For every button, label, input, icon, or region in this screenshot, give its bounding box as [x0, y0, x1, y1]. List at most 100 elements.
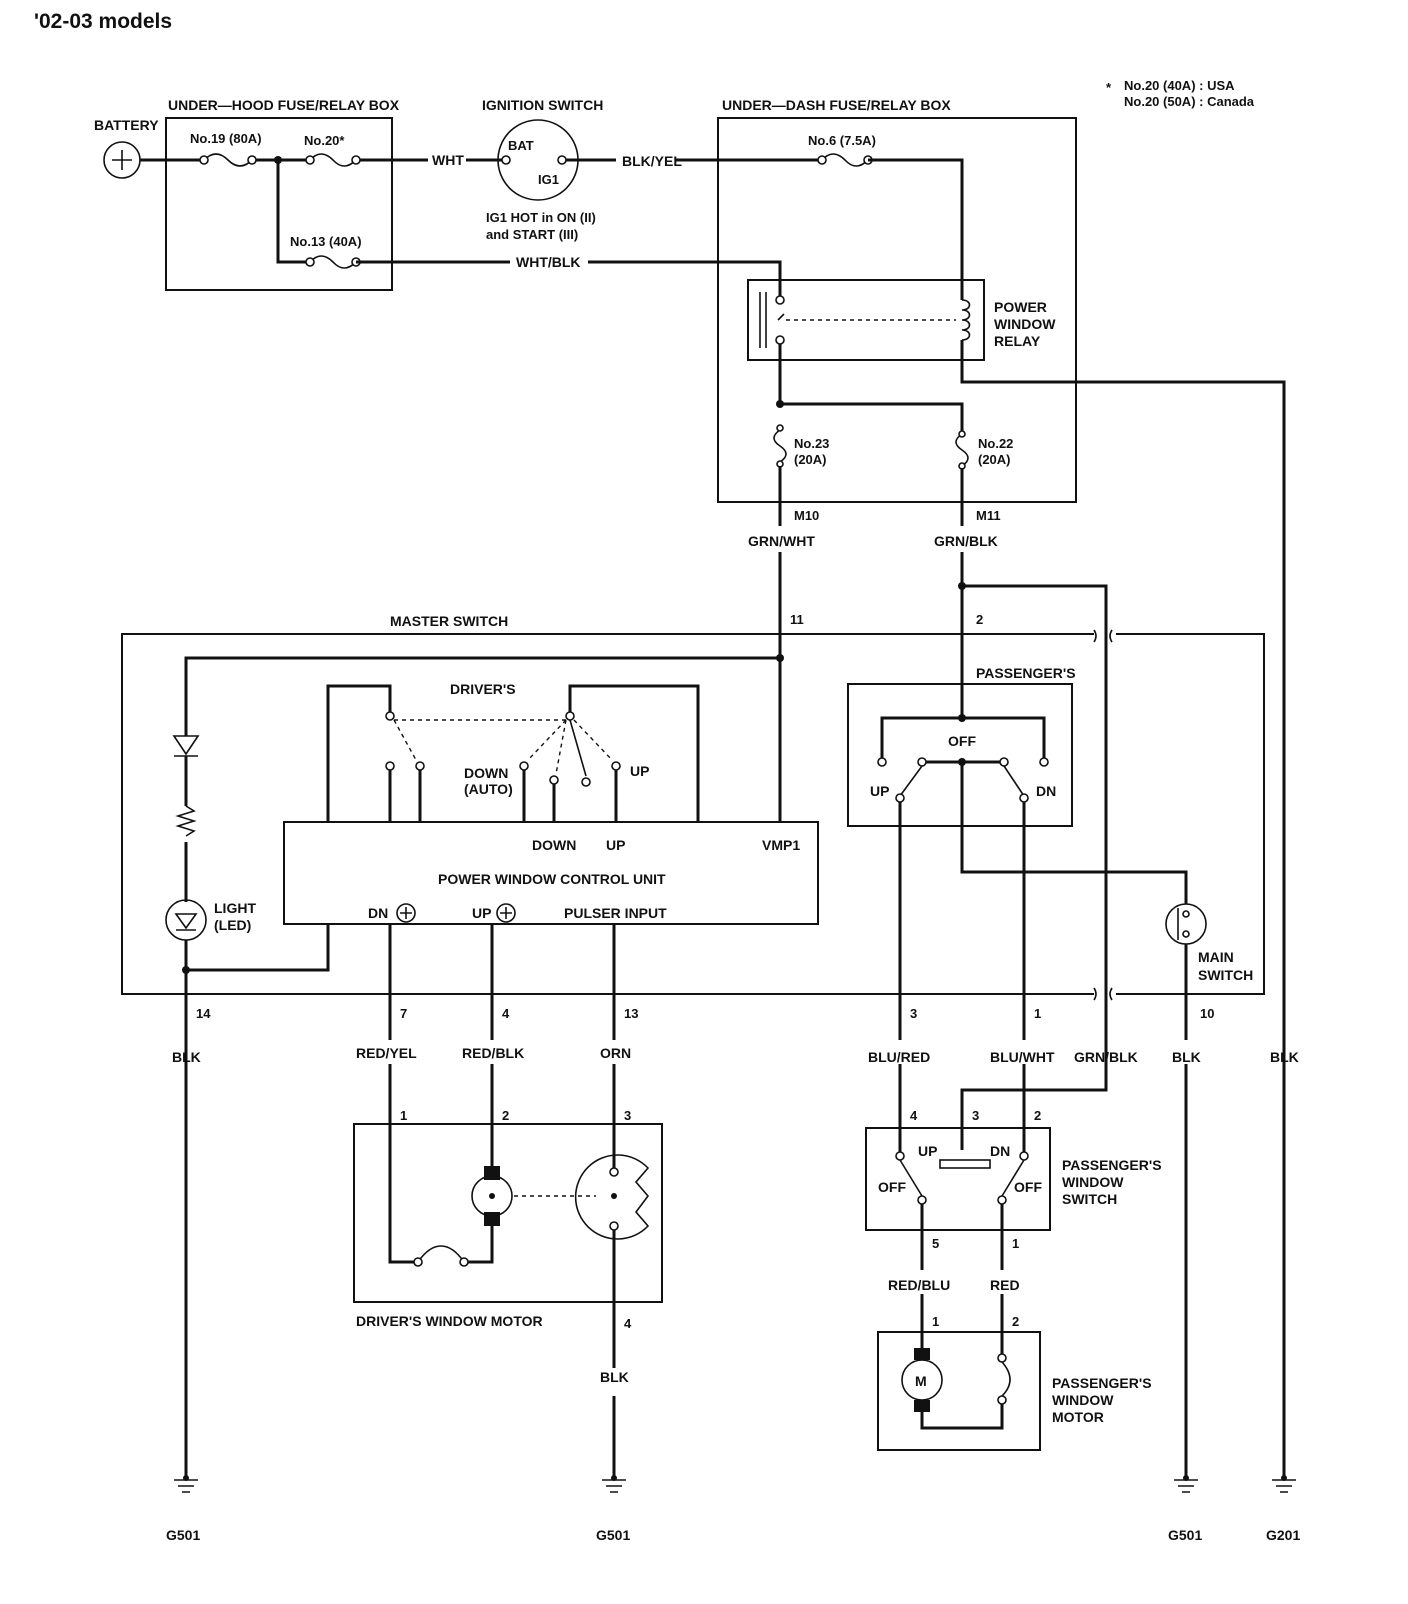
relay-label-2: WINDOW: [994, 316, 1056, 332]
pws-off-label-2: OFF: [1014, 1179, 1042, 1195]
fuse-6-label: No.6 (7.5A): [808, 133, 876, 148]
ps-pin-4: 4: [910, 1108, 918, 1123]
wire-blk-14-label: BLK: [172, 1049, 201, 1065]
master-switch-box: [121, 633, 1265, 995]
wire-red-yel: [388, 924, 418, 1264]
pws-dn-label: DN: [990, 1143, 1010, 1159]
underdash-box-label: UNDER—DASH FUSE/RELAY BOX: [722, 97, 951, 113]
pulser-symbol: [574, 1154, 650, 1240]
relay-box: [747, 279, 985, 361]
wire-blu-wht-label: BLU/WHT: [990, 1049, 1055, 1065]
fuse-20-symbol: [309, 153, 357, 167]
down-auto-label-2: (AUTO): [464, 781, 513, 797]
pws-bar: [939, 1159, 991, 1169]
passengers-window-motor-box: [877, 1331, 1041, 1451]
cu-dn-label: DN: [368, 905, 388, 921]
diagram-heading: '02-03 models: [34, 10, 172, 33]
fuse-23-label-2: (20A): [794, 452, 827, 467]
dm-brush-bottom: [484, 1212, 500, 1226]
wire-to-fuse-13: [276, 160, 310, 264]
fuse-6-symbol: [821, 153, 869, 167]
connector-10: 10: [1200, 1006, 1214, 1021]
ground-g501-1: G501: [166, 1527, 200, 1543]
ground-symbol: [602, 1479, 626, 1493]
passengers-switch-box: [847, 683, 1073, 827]
pm-brush-bottom: [914, 1400, 930, 1412]
footnote-star: *: [1106, 80, 1112, 95]
wire-red-label: RED: [990, 1277, 1020, 1293]
cu-up-label: UP: [606, 837, 625, 853]
ignition-note-1: IG1 HOT in ON (II): [486, 210, 596, 225]
footnote-usa: No.20 (40A) : USA: [1124, 78, 1235, 93]
battery-label: BATTERY: [94, 117, 159, 133]
passengers-up-label: UP: [870, 783, 889, 799]
wire-wht-blk: [356, 260, 782, 296]
resistor-symbol: [175, 805, 197, 837]
ps-pin-2: 2: [1034, 1108, 1041, 1123]
passengers-off-label: OFF: [948, 733, 976, 749]
dm-pin-2: 2: [502, 1108, 509, 1123]
pm-pin-2: 2: [1012, 1314, 1019, 1329]
fuse-13-label: No.13 (40A): [290, 234, 362, 249]
fuse-22-label-2: (20A): [978, 452, 1011, 467]
fuse-22-label-1: No.22: [978, 436, 1013, 451]
pws-label-2: WINDOW: [1062, 1174, 1124, 1190]
cu-pulser-label: PULSER INPUT: [564, 905, 667, 921]
drivers-up-label: UP: [630, 763, 649, 779]
down-auto-label-1: DOWN: [464, 765, 508, 781]
wire-wht-blk-label: WHT/BLK: [516, 254, 581, 270]
connector-2: 2: [976, 612, 983, 627]
underdash-fuse-box: [717, 117, 1077, 503]
wire-blk-10-label: BLK: [1172, 1049, 1201, 1065]
control-unit-box: [283, 821, 819, 925]
drivers-switch-label: DRIVER'S: [450, 681, 516, 697]
pwm-label-3: MOTOR: [1052, 1409, 1104, 1425]
ground-symbol: [174, 1479, 198, 1493]
wire-red-yel-label: RED/YEL: [356, 1045, 417, 1061]
pwm-label-1: PASSENGER'S: [1052, 1375, 1152, 1391]
dn-plus-icon: [396, 903, 416, 923]
connector-13: 13: [624, 1006, 638, 1021]
fuse-13-symbol: [309, 255, 357, 269]
ground-g201: G201: [1266, 1527, 1300, 1543]
wire-blk-motor-label: BLK: [600, 1369, 629, 1385]
connector-m10: M10: [794, 508, 819, 523]
up-plus-icon: [496, 903, 516, 923]
pm-pin-1: 1: [932, 1314, 939, 1329]
main-switch-label-2: SWITCH: [1198, 967, 1253, 983]
ignition-ig1-label: IG1: [538, 172, 559, 187]
dm-brush-top: [484, 1166, 500, 1180]
dm-pin-4: 4: [624, 1316, 632, 1331]
dm-pin-3: 3: [624, 1108, 631, 1123]
wire-grn-blk-branch: [960, 584, 1108, 1150]
relay-contact: [759, 292, 767, 348]
pm-breaker-symbol: [1001, 1361, 1011, 1397]
passengers-switch-label: PASSENGER'S: [976, 665, 1076, 681]
drivers-window-motor-box: [353, 1123, 663, 1303]
wire-wht-label: WHT: [432, 152, 464, 168]
connector-3: 3: [910, 1006, 917, 1021]
passengers-window-switch-box: [865, 1127, 1051, 1231]
connector-1: 1: [1034, 1006, 1041, 1021]
led-label-2: (LED): [214, 917, 251, 933]
pws-label-3: SWITCH: [1062, 1191, 1117, 1207]
cu-up2-label: UP: [472, 905, 491, 921]
led-symbol: [165, 899, 207, 941]
ignition-switch-label: IGNITION SWITCH: [482, 97, 603, 113]
main-switch-label-1: MAIN: [1198, 949, 1234, 965]
wire-grn-blk2-label: GRN/BLK: [1074, 1049, 1138, 1065]
wire-grn-wht-label: GRN/WHT: [748, 533, 815, 549]
wire-grn-blk-label: GRN/BLK: [934, 533, 998, 549]
master-switch-label: MASTER SWITCH: [390, 613, 508, 629]
relay-label-3: RELAY: [994, 333, 1041, 349]
passengers-dn-label: DN: [1036, 783, 1056, 799]
fuse-23-label-1: No.23: [794, 436, 829, 451]
fuse-20-label: No.20*: [304, 133, 345, 148]
wire-orn-label: ORN: [600, 1045, 631, 1061]
underhood-box-label: UNDER—HOOD FUSE/RELAY BOX: [168, 97, 400, 113]
diode-symbol: [172, 735, 200, 757]
relay-label-1: POWER: [994, 299, 1047, 315]
ps-pin-5: 5: [932, 1236, 939, 1251]
dm-pin-1: 1: [400, 1108, 407, 1123]
pm-brush-top: [914, 1348, 930, 1360]
